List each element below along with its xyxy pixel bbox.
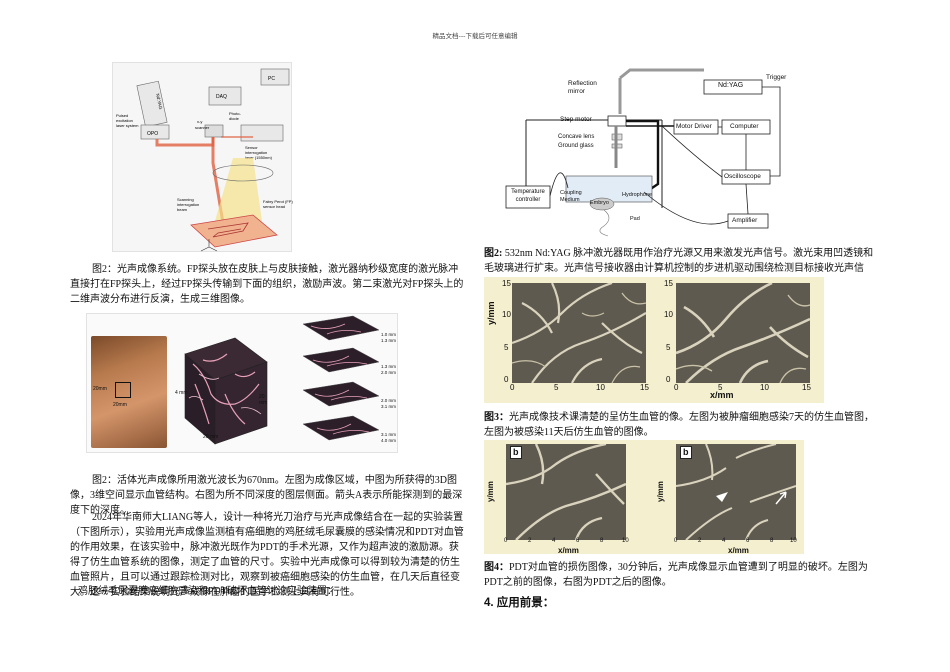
oscilloscope-label: Oscilloscope xyxy=(724,173,761,180)
fig3-left-ylabel: y/mm xyxy=(486,301,496,325)
body-paragraph-1: 2024年华南师大LIANG等人，设计一种将光刀治疗与光声成像结合在一起的实验装… xyxy=(70,512,464,598)
fig3-left-image xyxy=(512,283,646,383)
fp-sensor-head xyxy=(190,214,278,248)
in-vivo-imaging-figure: 20mm 20mm 20 mm 20 mm 4 mm xyxy=(86,313,398,453)
fig4-left-image xyxy=(506,444,626,540)
daq-label: DAQ xyxy=(216,94,227,100)
arrow-marker xyxy=(775,491,787,505)
ndyag-label: Nd:YAG xyxy=(718,82,744,89)
step-motor-box xyxy=(607,115,627,127)
setup-svg xyxy=(505,68,781,237)
pc-box: PC xyxy=(260,68,290,86)
fig3-xlabel: x/mm xyxy=(710,390,734,400)
temperature-controller-label: Temperature controller xyxy=(511,189,545,203)
scanner-box: x-y scanner xyxy=(195,119,224,138)
hydrophone-label: Hydrophone xyxy=(622,192,652,198)
volume-svg xyxy=(184,337,268,445)
3d-vessel-volume: 20 mm 20 mm 4 mm xyxy=(175,334,271,450)
concave-lens-label: Concave lens xyxy=(558,134,595,140)
reflection-mirror-label: Reflection mirror xyxy=(568,80,597,95)
photodiode-label: Photo-diode xyxy=(229,111,241,121)
pc-label: PC xyxy=(268,76,275,82)
daq-box: DAQ xyxy=(208,86,242,106)
step-motor-label: Step motor xyxy=(560,116,592,123)
pad-label: Pad xyxy=(630,216,640,222)
fig4-right-tag: b xyxy=(680,446,692,459)
ndyag-box: Nd:YAG xyxy=(136,80,168,128)
slice-3 xyxy=(302,381,380,407)
fig3-caption: 图3：光声成像技术课清楚的呈仿生血管的像。左图为被肿瘤细胞感染7天的仿生血管图，… xyxy=(484,412,874,438)
fig3-right-image xyxy=(676,283,810,383)
fig2-caption: 图2：活体光声成像所用激光波长为670nm。左图为成像区域，中图为所获得的3D图… xyxy=(70,475,463,516)
fig4-right-image xyxy=(676,444,796,540)
svg-text:x-y: x-y xyxy=(197,119,202,124)
fig1-caption: 图2：光声成像系统。FP探头放在皮肤上与皮肤接触，激光器纳秒级宽度的激光脉冲直接… xyxy=(70,264,464,305)
embryo-label: Embryo xyxy=(590,200,609,206)
slices-svg xyxy=(302,315,380,441)
page-header: 精品文档---下载后可任意编辑 xyxy=(432,32,518,40)
opo-box: OPO xyxy=(140,124,170,140)
fig4-left-ylabel: y/mm xyxy=(486,481,495,502)
body-paragraph-2: 鸡胚绒毛尿囊膜癌细胞感染和PDT破坏血管讨论实验装置： xyxy=(78,586,337,597)
arrowhead-marker xyxy=(716,492,728,502)
coupling-medium-label: Coupling Medium xyxy=(560,190,582,203)
computer-label: Computer xyxy=(730,123,759,130)
amplifier-label: Amplifier xyxy=(732,217,758,224)
section-4-title: 4. 应用前景： xyxy=(484,597,555,609)
ndyag-label: Nd:YAG xyxy=(155,93,163,110)
svg-text:scanner: scanner xyxy=(195,125,210,130)
motor-driver-label: Motor Driver xyxy=(676,123,712,130)
imaging-region-box xyxy=(115,382,131,398)
hand-photo: 20mm 20mm xyxy=(91,336,167,448)
slice-1 xyxy=(302,315,380,341)
trigger-label: Trigger xyxy=(766,74,787,81)
temperature-controller-box xyxy=(505,185,551,209)
slice-4 xyxy=(302,415,380,441)
fig4-right-ylabel: y/mm xyxy=(656,481,665,502)
fig4-right-xlabel: x/mm xyxy=(728,546,749,555)
fig4-caption: 图4：PDT对血管的损伤图像，30分钟后，光声成像显示血管遭到了明显的破坏。左图… xyxy=(484,562,868,588)
fig3-image-panel: y/mm 15 10 5 0 0 5 10 15 15 10 5 0 0 5 1… xyxy=(484,277,824,403)
ground-glass-label: Ground glass xyxy=(558,143,594,149)
fig4-left-tag: b xyxy=(510,446,522,459)
opo-label: OPO xyxy=(147,131,158,137)
fp-head-label: Fabry Perot (FP)sensor head xyxy=(263,199,293,209)
fig4-image-panel: b b y/mm y/mm x/mm x/mm 0 2 4 6 8 10 0 2… xyxy=(484,440,804,555)
experiment-setup-diagram: Reflection mirror Nd:YAG Trigger Step mo… xyxy=(504,64,790,240)
slice-2 xyxy=(302,347,380,373)
fig4-left-xlabel: x/mm xyxy=(558,546,579,555)
depth-slices: 1.0 mm 1.3 mm 1.3 mm 2.0 mm 2.0 mm 3.1 m… xyxy=(297,314,397,454)
